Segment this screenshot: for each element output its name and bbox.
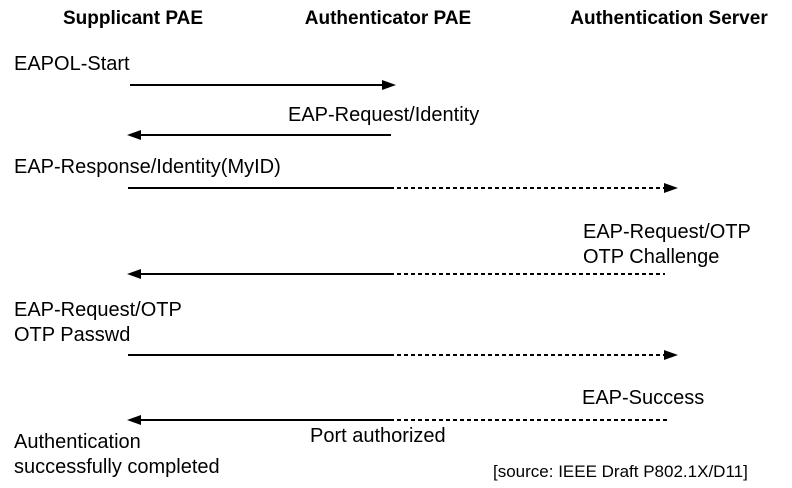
column-header-authenticator-pae: Authenticator PAE	[304, 8, 472, 29]
arrowhead-left-icon	[127, 130, 141, 140]
arrowhead-right-icon	[664, 183, 678, 193]
message-label-line: EAP-Request/OTP	[14, 299, 182, 321]
arrowhead-right-icon	[664, 350, 678, 360]
message-line-dashed-eap-response-otp-passwd	[390, 354, 665, 356]
arrowhead-right-icon	[382, 80, 396, 90]
message-line-dashed-eap-request-otp-challenge	[390, 273, 665, 275]
arrowhead-left-icon	[127, 415, 141, 425]
message-label-line: EAPOL-Start	[14, 53, 130, 75]
message-label-eap-response-identity: EAP-Response/Identity(MyID)	[14, 155, 281, 180]
completion-note-line2: successfully completed	[14, 456, 220, 478]
message-label-eap-request-otp-challenge: EAP-Request/OTP OTP Challenge	[583, 220, 751, 270]
message-line-dashed-eap-response-identity	[390, 187, 665, 189]
message-label-line: EAP-Response/Identity(MyID)	[14, 156, 281, 178]
completion-note: Authentication successfully completed	[14, 430, 220, 480]
message-label-eap-success: EAP-Success	[582, 386, 704, 411]
source-citation: [source: IEEE Draft P802.1X/D11]	[493, 462, 748, 481]
message-line-solid-eap-success	[139, 419, 390, 421]
message-line-solid-eap-response-identity	[128, 187, 390, 189]
completion-note-line1: Authentication	[14, 431, 141, 453]
message-line-solid-eap-response-otp-passwd	[128, 354, 390, 356]
message-label-line: EAP-Request/Identity	[288, 104, 480, 126]
message-line-solid-eap-request-otp-challenge	[139, 273, 390, 275]
arrowhead-left-icon	[127, 269, 141, 279]
message-label-line: OTP Passwd	[14, 324, 131, 346]
message-label-eap-request-identity: EAP-Request/Identity	[288, 103, 479, 128]
column-header-authentication-server: Authentication Server	[570, 8, 768, 29]
message-label-eap-response-otp-passwd: EAP-Request/OTP OTP Passwd	[14, 298, 182, 348]
message-line-solid-eapol-start	[130, 84, 384, 86]
message-sublabel-eap-success: Port authorized	[310, 425, 446, 447]
message-label-line: OTP Challenge	[583, 246, 720, 268]
message-label-eapol-start: EAPOL-Start	[14, 52, 130, 77]
message-label-line: EAP-Request/OTP	[583, 221, 751, 243]
message-line-solid-eap-request-identity	[139, 134, 391, 136]
message-label-line: EAP-Success	[582, 387, 705, 409]
message-line-dashed-eap-success	[390, 419, 668, 421]
column-header-supplicant-pae: Supplicant PAE	[62, 8, 204, 29]
